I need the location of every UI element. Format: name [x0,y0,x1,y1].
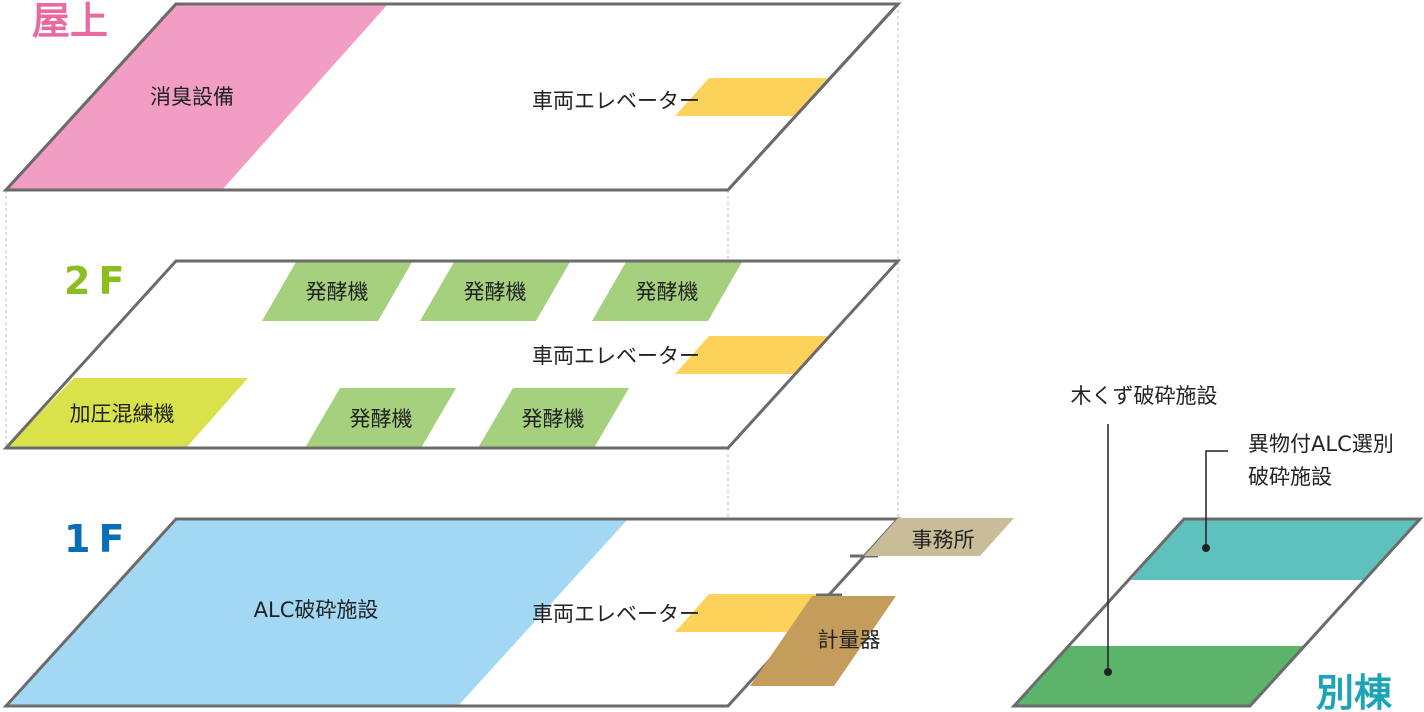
fermenter-3-area [592,262,742,321]
fermenter-4-label: 発酵機 [350,407,413,431]
alc-sort-dot [1202,544,1210,552]
floor-2f-elevator-area [675,336,828,374]
alc-sort-label-line2: 破砕施設 [1248,465,1332,489]
floor-2f-slab-outline [2,259,902,450]
mixer-area [6,378,248,448]
fermenter-1-label: 発酵機 [306,280,369,304]
deodorizer-label: 消臭設備 [150,85,234,109]
alc-crusher-area [6,519,628,706]
roof-slab-outline [2,2,902,192]
fermenter-2-label: 発酵機 [464,280,527,304]
mixer-label: 加圧混練機 [70,402,175,426]
office-label: 事務所 [912,528,975,552]
scale-area [750,596,896,686]
roof-title: 屋上 [32,0,108,43]
floor-1f-elevator-label: 車両エレベーター [532,602,700,626]
roof-elevator-area [675,78,828,116]
fermenter-3-label: 発酵機 [636,280,699,304]
annex-slab-outline [1010,517,1424,708]
floor-1f: ALC破砕施設 車両エレベーター 事務所 計量器 [2,517,1014,708]
roof-elevator-label: 車両エレベーター [532,89,700,113]
floor-1f-elevator-area [675,594,828,632]
fermenter-5-label: 発酵機 [522,407,585,431]
annex-wood-crusher-area [1014,646,1305,706]
fermenter-4-area [305,388,456,448]
scale-label: 計量器 [818,628,881,652]
wood-crusher-label: 木くず破砕施設 [1071,384,1218,408]
floor-2f: 発酵機 発酵機 発酵機 車両エレベーター 加圧混練機 発酵機 発酵機 [2,259,902,450]
floor-2f-title: 2F [64,259,132,303]
annex-title: 別棟 [1316,671,1393,712]
wood-crusher-dot [1104,668,1112,676]
alc-crusher-label: ALC破砕施設 [254,598,379,622]
deodorizer-area [6,4,388,190]
fermenter-2-area [420,262,570,321]
roof-floor: 消臭設備 車両エレベーター [2,2,902,192]
annex-building: 木くず破砕施設 異物付ALC選別 破砕施設 別棟 [1010,384,1424,712]
fermenter-5-area [478,388,629,448]
floor-1f-title: 1F [64,517,132,561]
annex-alc-sort-area [1131,519,1420,580]
office-area [864,518,1014,556]
floor-2f-elevator-label: 車両エレベーター [532,344,700,368]
fermenter-1-area [262,262,412,321]
alc-sort-label-line1: 異物付ALC選別 [1248,432,1394,456]
alc-sort-leader [1205,450,1228,548]
